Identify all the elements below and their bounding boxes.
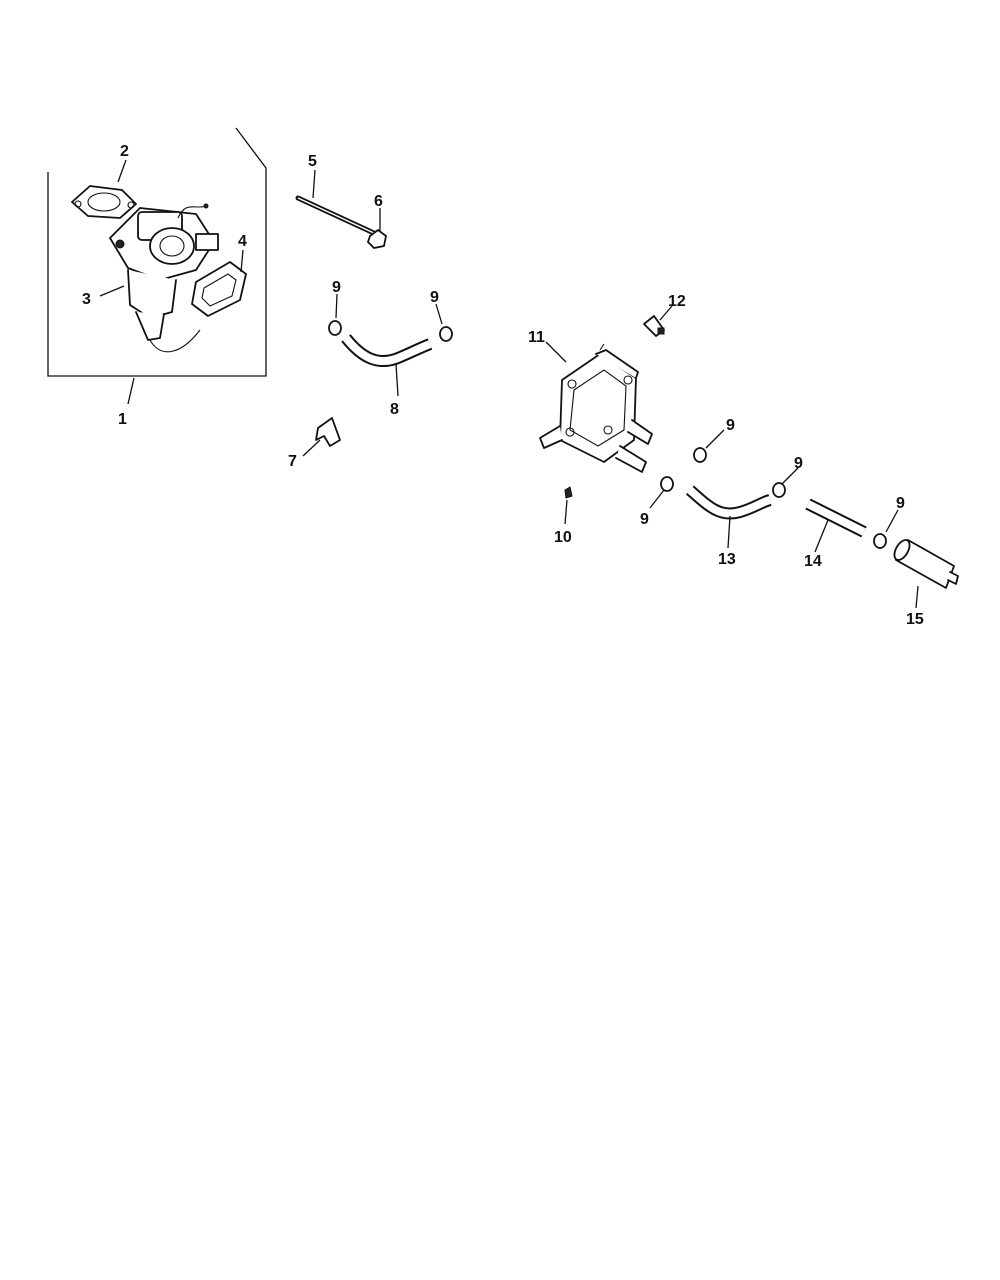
- callout-9a: 9: [332, 279, 341, 296]
- callout-14: 14: [804, 553, 822, 570]
- clip: [315, 417, 341, 447]
- callout-9c: 9: [726, 417, 735, 434]
- clamp-9a: [328, 320, 342, 336]
- nut: [367, 229, 387, 249]
- callout-7: 7: [288, 453, 297, 470]
- screw: [564, 486, 573, 499]
- callout-9f: 9: [896, 495, 905, 512]
- callout-9e: 9: [794, 455, 803, 472]
- fuel-line-14: [805, 498, 867, 538]
- callout-4: 4: [238, 233, 247, 250]
- fuel-line-8: [341, 334, 433, 368]
- callout-9d: 9: [640, 511, 649, 528]
- elbow-fitting: [643, 315, 665, 337]
- callout-8: 8: [390, 401, 399, 418]
- callout-1: 1: [118, 411, 127, 428]
- callout-labels: 1 2 3 4 5 6 7 8 9 9 9 9 9 9 10 11 12 13 …: [82, 143, 924, 628]
- callout-12: 12: [668, 293, 686, 310]
- leader-lines: [99, 159, 919, 609]
- gasket-upper: [71, 185, 137, 219]
- gasket-right: [191, 261, 247, 317]
- callout-3: 3: [82, 291, 91, 308]
- fuel-filter: [893, 539, 959, 589]
- callout-13: 13: [718, 551, 736, 568]
- fuel-line-13: [686, 485, 772, 520]
- clamp-9b: [439, 326, 453, 342]
- callout-9b: 9: [430, 289, 439, 306]
- clamp-9f: [873, 533, 887, 549]
- callout-10: 10: [554, 529, 572, 546]
- callout-6: 6: [374, 193, 383, 210]
- stud: [295, 195, 379, 237]
- callout-15: 15: [906, 611, 924, 628]
- carburetor: [109, 203, 219, 353]
- fuel-pump: [539, 343, 653, 473]
- clamp-9d: [660, 476, 674, 492]
- callout-11: 11: [528, 329, 545, 346]
- callout-2: 2: [120, 143, 129, 160]
- carburetor-kit-box: [47, 127, 267, 377]
- callout-5: 5: [308, 153, 317, 170]
- clamp-9e: [772, 482, 786, 498]
- clamp-9c: [693, 447, 707, 463]
